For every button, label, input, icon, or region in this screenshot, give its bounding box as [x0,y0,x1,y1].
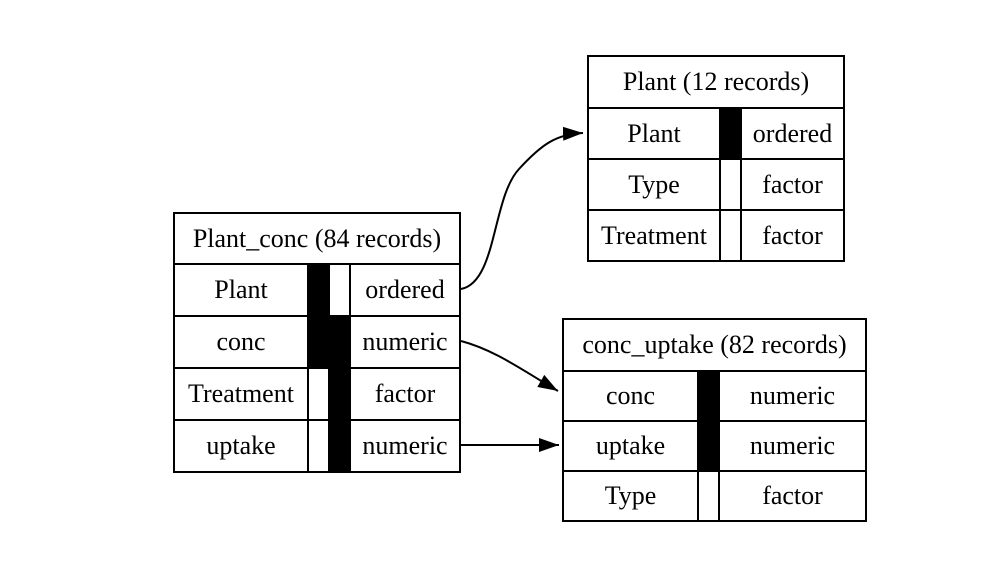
key-indicator [721,211,740,260]
key-indicator [330,369,349,419]
field-type: numeric [351,317,459,367]
field-type: factor [742,160,843,209]
field-type: factor [720,472,865,520]
field-name: uptake [564,422,697,470]
field-name: conc [175,317,307,367]
field-name: conc [564,372,697,420]
field-name: uptake [175,421,307,471]
key-indicator [721,160,740,209]
key-indicator [699,422,718,470]
field-name: Treatment [175,369,307,419]
field-name: Type [564,472,697,520]
field-type: numeric [351,421,459,471]
table-plant-conc: Plant_conc (84 records) Plant ordered co… [173,212,461,473]
table-plant-conc-title: Plant_conc (84 records) [175,214,459,263]
field-type: factor [351,369,459,419]
field-name: Plant [175,265,307,315]
key-indicator [721,109,740,158]
field-name: Plant [589,109,719,158]
key-indicator [309,421,328,471]
field-type: factor [742,211,843,260]
field-type: ordered [742,109,843,158]
arrow-plant-conc-to-conc-uptake-conc [460,340,559,392]
field-name: Treatment [589,211,719,260]
key-indicator [330,317,349,367]
key-indicator [699,472,718,520]
table-plant-title: Plant (12 records) [589,57,843,107]
table-conc-uptake: conc_uptake (82 records) conc numeric up… [562,318,867,522]
field-type: numeric [720,372,865,420]
key-indicator [330,265,349,315]
field-name: Type [589,160,719,209]
key-indicator [330,421,349,471]
field-type: numeric [720,422,865,470]
table-plant: Plant (12 records) Plant ordered Type fa… [587,55,845,262]
key-indicator [309,265,328,315]
key-indicator [309,369,328,419]
key-indicator [309,317,328,367]
key-indicator [699,372,718,420]
field-type: ordered [351,265,459,315]
table-conc-uptake-title: conc_uptake (82 records) [564,320,865,370]
arrow-plant-conc-to-plant [460,126,584,290]
